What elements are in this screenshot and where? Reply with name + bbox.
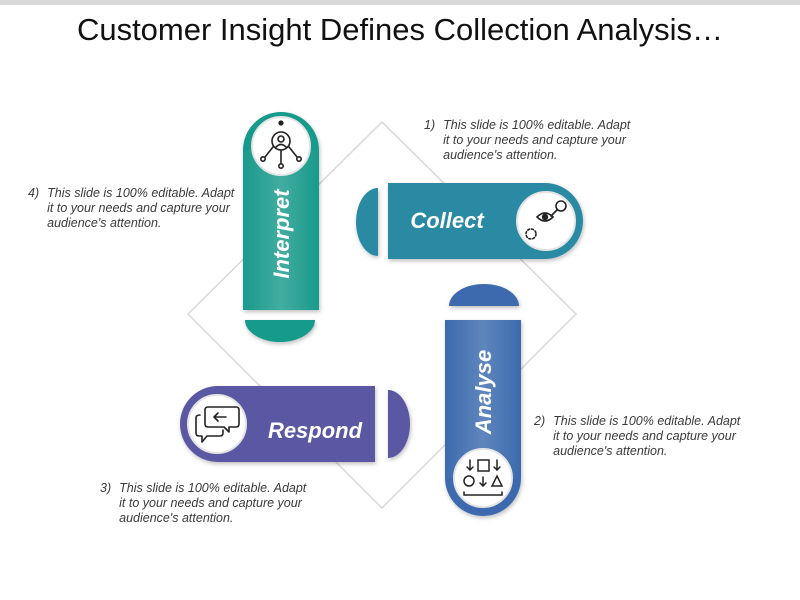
interpret-label: Interpret xyxy=(269,188,294,279)
chat-bubbles-icon xyxy=(195,406,240,443)
collect-label: Collect xyxy=(410,208,485,233)
caption-number: 3) xyxy=(100,481,112,495)
shapes-sorting-icon xyxy=(463,459,504,496)
caption-number: 4) xyxy=(28,186,40,200)
caption-1: 1) This slide is 100% editable. Adapt it… xyxy=(424,118,633,163)
analyse-label: Analyse xyxy=(471,350,496,435)
caption-text: This slide is 100% editable. Adapt it to… xyxy=(553,414,741,458)
caption-3: 3) This slide is 100% editable. Adapt it… xyxy=(100,481,309,526)
caption-number: 1) xyxy=(424,118,436,132)
caption-text: This slide is 100% editable. Adapt it to… xyxy=(119,481,307,525)
interpret-icon-circle xyxy=(251,116,311,176)
caption-2: 2) This slide is 100% editable. Adapt it… xyxy=(534,414,743,459)
respond-label: Respond xyxy=(268,418,363,443)
caption-4: 4) This slide is 100% editable. Adapt it… xyxy=(28,186,237,231)
collect-pill-tail xyxy=(356,188,378,256)
caption-number: 2) xyxy=(534,414,546,428)
caption-text: This slide is 100% editable. Adapt it to… xyxy=(47,186,235,230)
page-title: Customer Insight Defines Collection Anal… xyxy=(76,12,724,47)
analyse-pill-tail xyxy=(449,284,519,306)
magnifier-network-icon xyxy=(259,120,302,170)
interpret-pill-highlight xyxy=(243,150,319,310)
interpret-pill-tail xyxy=(245,320,315,342)
top-bar xyxy=(0,0,800,5)
eye-magnifier-icon xyxy=(525,200,567,240)
caption-text: This slide is 100% editable. Adapt it to… xyxy=(443,118,631,162)
respond-pill-tail xyxy=(388,390,410,458)
